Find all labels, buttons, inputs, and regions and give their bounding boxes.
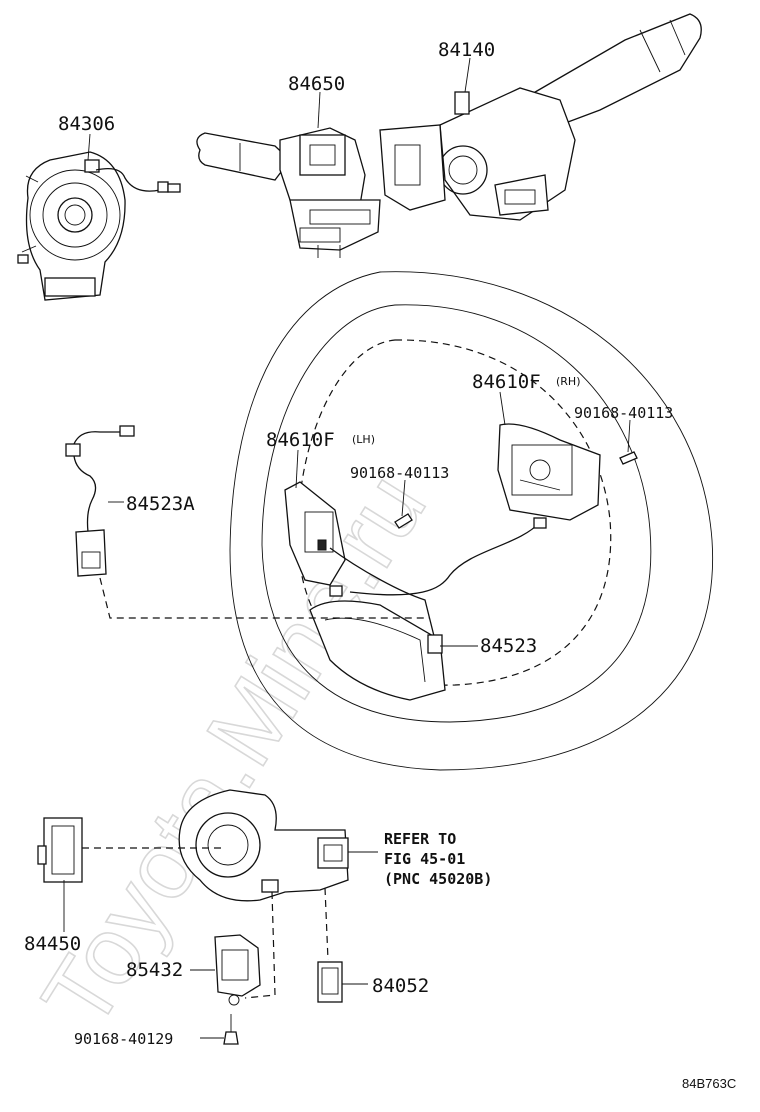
label-90168-40113-right: 90168-40113: [574, 404, 673, 422]
spiral-cable-part: [17, 151, 181, 301]
label-90168-40129: 90168-40129: [74, 1030, 173, 1048]
label-90168-40113-left: 90168-40113: [350, 464, 449, 482]
label-84052: 84052: [372, 975, 429, 997]
connection-leader-line: [324, 887, 329, 961]
switch-84052-part: [317, 961, 343, 1003]
wiper-switch-part: [196, 127, 381, 258]
reference-line3: (PNC 45020B): [384, 870, 492, 888]
reference-line1: REFER TO: [384, 830, 456, 848]
label-84450: 84450: [24, 933, 81, 955]
label-84610f-lh: 84610F: [266, 429, 335, 451]
steering-wheel: [229, 271, 714, 771]
label-84140: 84140: [438, 39, 495, 61]
leader-lines: [63, 57, 631, 1039]
label-84610f-rh: 84610F: [472, 371, 541, 393]
label-84610f-lh-side: (LH): [352, 433, 375, 446]
sensor-84450-part: [37, 817, 83, 883]
reference-line2: FIG 45-01: [384, 850, 465, 868]
label-84523a: 84523A: [126, 493, 195, 515]
turn-signal-switch-part: [379, 13, 702, 221]
label-84610f-rh-side: (RH): [556, 375, 581, 388]
steering-column-switch-assembly: [178, 789, 349, 902]
wire-harness-part: [65, 425, 135, 577]
label-85432: 85432: [126, 959, 183, 981]
connection-leader-line: [244, 891, 276, 999]
sensor-85432-part: [214, 934, 261, 1006]
label-84306: 84306: [58, 113, 115, 135]
connection-leader-line: [99, 577, 430, 619]
diagram-code: 84B763C: [682, 1076, 736, 1091]
screw-icon: [394, 451, 638, 529]
bolt-icon: [223, 1014, 239, 1045]
label-84523: 84523: [480, 635, 537, 657]
label-84650: 84650: [288, 73, 345, 95]
